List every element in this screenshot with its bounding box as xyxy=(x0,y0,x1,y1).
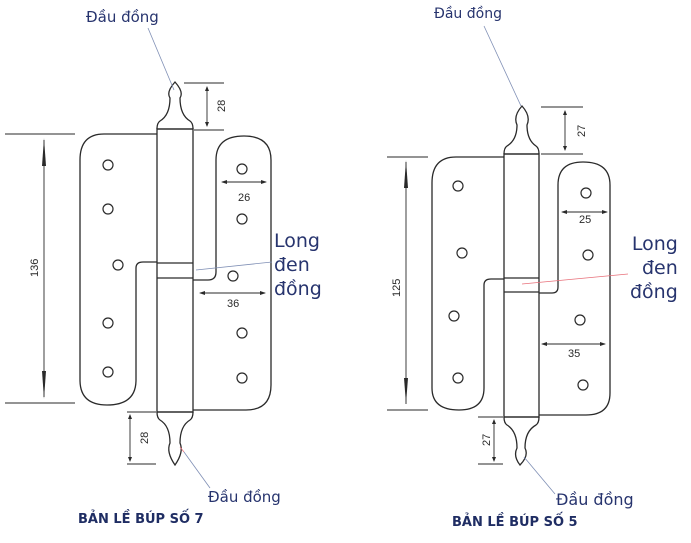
hinge-5-top-finial xyxy=(503,105,540,155)
hinge-7-bottom-leader xyxy=(183,451,211,489)
hinge-7-top-leader xyxy=(147,27,175,91)
hinge-7-caption: BẢN LỀ BÚP SỐ 7 xyxy=(78,512,204,527)
screw-hole xyxy=(227,270,239,282)
hinge-5-bottom-label: Đầu đồng xyxy=(556,490,634,509)
hinge-7-narrow-width-dimension: 26 xyxy=(221,180,267,204)
hinge-5-washer-leader xyxy=(521,273,629,285)
hinge-5-left-leaf xyxy=(431,156,504,411)
hinge-5-bottom-finial-dimension: 27 xyxy=(478,416,503,465)
hinge-5-top-leader xyxy=(483,25,522,107)
screw-hole xyxy=(452,372,464,384)
hinge-5-height-dimension: 125 xyxy=(387,156,428,411)
screw-hole xyxy=(236,372,248,384)
screw-hole xyxy=(456,247,468,259)
washer-label-line: đen xyxy=(642,257,678,279)
hinge-5-wide-width-dimension: 35 xyxy=(541,342,606,360)
screw-hole xyxy=(236,327,248,339)
hinge-7-narrow-width-value: 26 xyxy=(238,192,250,204)
screw-hole xyxy=(236,213,248,225)
screw-hole xyxy=(574,314,586,326)
hinge-5-right-leaf xyxy=(539,161,611,416)
washer-label-line: Long xyxy=(274,230,320,252)
hinge-7-top-finial-dimension: 28 xyxy=(184,82,228,131)
screw-hole xyxy=(236,163,248,175)
hinge-7-drawing: 136 28 28 26 xyxy=(5,27,273,489)
hinge-7-top-finial xyxy=(156,81,194,130)
screw-hole xyxy=(452,180,464,192)
hinge-7-washer-leader xyxy=(195,261,273,271)
hinge-7-washer-label: Long đen đồng xyxy=(274,229,322,301)
screw-hole xyxy=(577,379,589,391)
screw-hole xyxy=(102,317,114,329)
screw-hole xyxy=(448,310,460,322)
hinge-5-caption: BẢN LỀ BÚP SỐ 5 xyxy=(452,515,578,530)
washer-label-line: Long xyxy=(631,233,678,255)
hinge-7-height-value: 136 xyxy=(29,259,41,277)
hinge-5-narrow-width-value: 25 xyxy=(579,214,591,226)
hinge-7-wide-width-dimension: 36 xyxy=(199,291,266,310)
hinge-7-bottom-finial-value: 28 xyxy=(139,432,151,444)
hinge-7-barrel xyxy=(156,128,194,413)
hinge-7-bottom-label: Đầu đồng xyxy=(208,488,281,506)
hinge-7-height-dimension: 136 xyxy=(5,133,75,404)
hinge-7-bottom-finial-dimension: 28 xyxy=(127,411,156,465)
screw-hole xyxy=(102,159,114,171)
hinge-7-wide-width-value: 36 xyxy=(227,298,239,310)
hinge-7-top-label: Đầu đồng xyxy=(86,8,159,26)
hinge-5-barrel xyxy=(503,153,540,418)
hinge-7-left-leaf xyxy=(79,133,157,406)
screw-hole xyxy=(112,259,124,271)
hinge-5-top-finial-value: 27 xyxy=(576,125,588,137)
hinge-7-top-finial-value: 28 xyxy=(216,100,228,112)
hinge-5-washer-label: Long đen đồng xyxy=(630,232,678,304)
hinge-5-bottom-finial xyxy=(503,416,540,466)
screw-hole xyxy=(102,366,114,378)
washer-label-line: đồng xyxy=(274,278,322,300)
hinge-5-wide-width-value: 35 xyxy=(568,348,580,360)
hinge-5-drawing: 125 27 27 25 35 xyxy=(387,25,629,495)
hinge-5-height-value: 125 xyxy=(391,279,403,297)
washer-label-line: đồng xyxy=(630,281,678,303)
hinge-5-top-label: Đầu đồng xyxy=(434,6,502,22)
hinge-7-right-leaf xyxy=(193,135,272,411)
hinge-5-bottom-finial-value: 27 xyxy=(481,434,493,446)
hinge-5-narrow-width-dimension: 25 xyxy=(561,210,608,226)
screw-hole xyxy=(582,249,594,261)
hinge-5-bottom-leader xyxy=(523,456,556,495)
hinge-5-top-finial-dimension: 27 xyxy=(541,106,588,155)
washer-label-line: đen xyxy=(274,254,310,276)
screw-hole xyxy=(580,187,592,199)
screw-hole xyxy=(102,203,114,215)
hinge-7-bottom-finial xyxy=(156,411,194,467)
